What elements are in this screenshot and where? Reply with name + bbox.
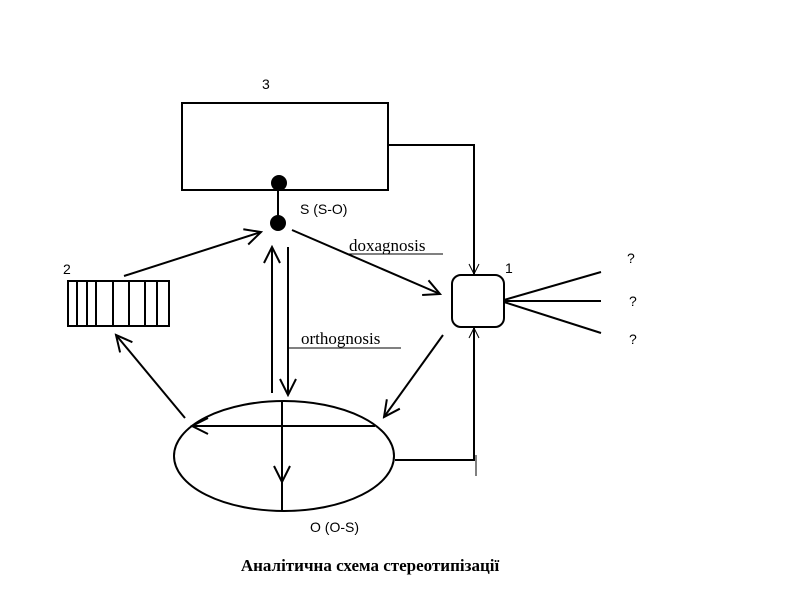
block1-outputs [503,271,602,334]
block1-label: 1 [505,260,513,276]
arrow-2-to-s [123,232,261,277]
arrow-1-to-o [384,334,444,417]
arrow-o-to-1 [395,328,474,461]
orthognosis-label: orthognosis [301,329,380,348]
output-2: ? [629,293,637,309]
block3-label: 3 [262,76,270,92]
object-ellipse [173,400,395,512]
subject-node [270,215,286,231]
subject-label: S (S-O) [300,201,347,217]
arrow-doxagnosis [291,229,440,294]
arrow-o-to-2 [116,335,186,419]
block3-rect [181,102,389,191]
block3-node [271,175,287,191]
block2-cells [76,281,158,326]
object-label: O (O-S) [310,519,359,535]
block2-label: 2 [63,261,71,277]
block1-rect [451,274,505,328]
arrow-3-to-1 [388,144,474,274]
doxagnosis-label: doxagnosis [349,236,426,255]
caption: Аналітична схема стереотипізації [241,556,500,575]
block2-rect [67,280,170,327]
output-1: ? [627,250,635,266]
output-3: ? [629,331,637,347]
